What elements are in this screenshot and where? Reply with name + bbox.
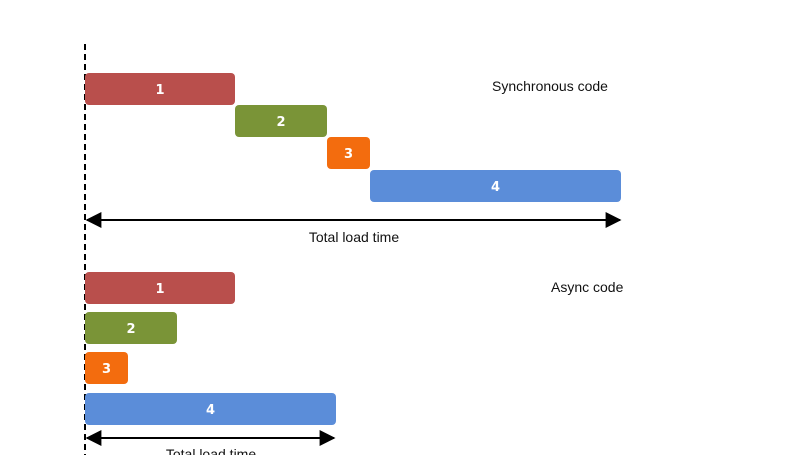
sync-task-3-label: 3 xyxy=(344,147,353,162)
synchronous-section: Synchronous code 1 2 3 4 Total load time xyxy=(85,73,622,245)
sync-task-1-bar xyxy=(85,73,235,105)
async-task-1-label: 1 xyxy=(155,282,164,297)
async-task-2-bar xyxy=(85,312,177,344)
sync-task-4-label: 4 xyxy=(491,180,500,195)
async-task-4-label: 4 xyxy=(206,403,215,418)
async-task-4-bar xyxy=(85,393,336,425)
synchronous-total-label: Total load time xyxy=(309,229,399,245)
sync-task-1-label: 1 xyxy=(155,83,164,98)
async-task-1-bar xyxy=(85,272,235,304)
async-total-label: Total load time xyxy=(166,446,256,455)
synchronous-bars: 1 2 3 4 xyxy=(85,73,621,202)
async-title: Async code xyxy=(551,279,624,295)
synchronous-title: Synchronous code xyxy=(492,78,608,94)
async-bars: 1 2 3 4 xyxy=(85,272,336,425)
async-task-3-bar xyxy=(85,352,128,384)
sync-task-2-label: 2 xyxy=(276,115,285,130)
sync-task-4-bar xyxy=(370,170,621,202)
sync-task-3-bar xyxy=(327,137,370,169)
async-task-2-label: 2 xyxy=(126,322,135,337)
async-section: Async code 1 2 3 4 Total load time xyxy=(85,272,624,455)
async-task-3-label: 3 xyxy=(102,362,111,377)
sync-task-2-bar xyxy=(235,105,327,137)
